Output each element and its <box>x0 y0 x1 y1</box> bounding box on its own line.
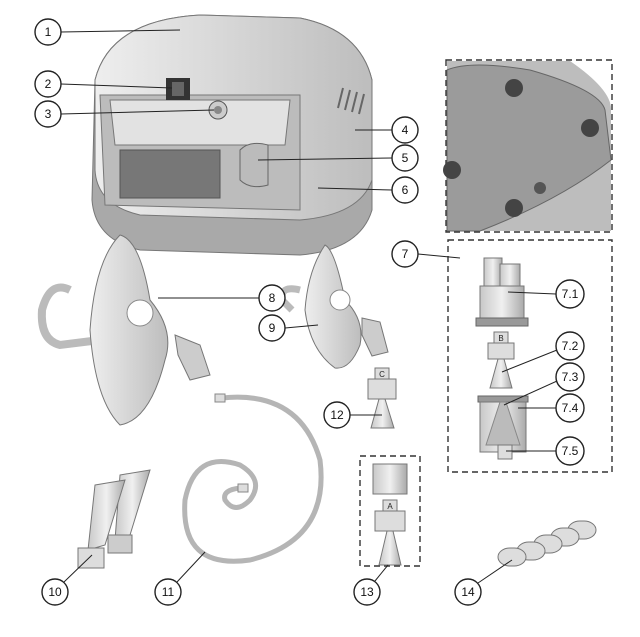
svg-text:1: 1 <box>45 25 52 39</box>
callout-3: 3 <box>34 100 215 128</box>
callout-7-2: 7.2 <box>501 331 585 373</box>
callout-2: 2 <box>34 70 173 98</box>
spare-filters <box>497 520 597 567</box>
callout-4: 4 <box>355 116 419 144</box>
vents <box>337 87 365 115</box>
nebulizer-kit-box <box>447 239 613 473</box>
svg-text:13: 13 <box>360 585 374 599</box>
nebulizer-cup-top <box>475 257 529 327</box>
callout-14: 14 <box>454 559 513 606</box>
callout-13: 13 <box>353 564 389 606</box>
svg-text:7: 7 <box>402 247 409 261</box>
callout-6: 6 <box>317 176 419 204</box>
svg-text:2: 2 <box>45 77 52 91</box>
svg-text:14: 14 <box>461 585 475 599</box>
callout-11: 11 <box>154 551 206 606</box>
callout-7-5: 7.5 <box>506 436 585 466</box>
callout-10: 10 <box>41 554 93 606</box>
adult-mask <box>37 234 211 426</box>
child-mask <box>278 244 389 369</box>
callout-9: 9 <box>258 314 319 342</box>
nozzle-c-letter: C <box>379 370 385 379</box>
svg-text:7.2: 7.2 <box>562 339 579 353</box>
svg-text:8: 8 <box>269 291 276 305</box>
svg-text:10: 10 <box>48 585 62 599</box>
compressor-unit <box>91 14 373 256</box>
air-tubing <box>182 394 324 564</box>
svg-text:12: 12 <box>330 408 344 422</box>
nozzle-a-letter: A <box>387 502 393 511</box>
svg-text:9: 9 <box>269 321 276 335</box>
callout-7-4: 7.4 <box>518 393 585 423</box>
svg-text:5: 5 <box>402 151 409 165</box>
nozzle-a-set: A <box>372 463 408 566</box>
svg-text:4: 4 <box>402 123 409 137</box>
bottom-view <box>443 61 612 232</box>
callout-1: 1 <box>34 18 181 46</box>
inset-bottom-view-box <box>445 59 613 233</box>
callout-7-1: 7.1 <box>507 279 585 309</box>
callout-7: 7 <box>391 240 461 268</box>
accessory-box <box>359 455 421 567</box>
callout-5: 5 <box>257 144 419 172</box>
callout-7-3: 7.3 <box>503 362 585 406</box>
filter-cover[interactable] <box>239 142 269 188</box>
callout-12: 12 <box>323 401 382 429</box>
nebulizer-cup-bottom <box>477 395 529 460</box>
svg-text:7.1: 7.1 <box>562 287 579 301</box>
svg-text:7.4: 7.4 <box>562 401 579 415</box>
svg-text:11: 11 <box>162 585 175 599</box>
mouthpieces <box>77 469 151 569</box>
svg-text:6: 6 <box>402 183 409 197</box>
callout-8: 8 <box>158 284 286 312</box>
svg-text:7.3: 7.3 <box>562 370 579 384</box>
nozzle-c: C <box>367 367 397 429</box>
storage-compartment <box>119 149 221 199</box>
nozzle-b: B <box>487 331 515 389</box>
svg-text:7.5: 7.5 <box>562 444 579 458</box>
nozzle-b-letter: B <box>498 334 503 343</box>
svg-text:3: 3 <box>45 107 52 121</box>
